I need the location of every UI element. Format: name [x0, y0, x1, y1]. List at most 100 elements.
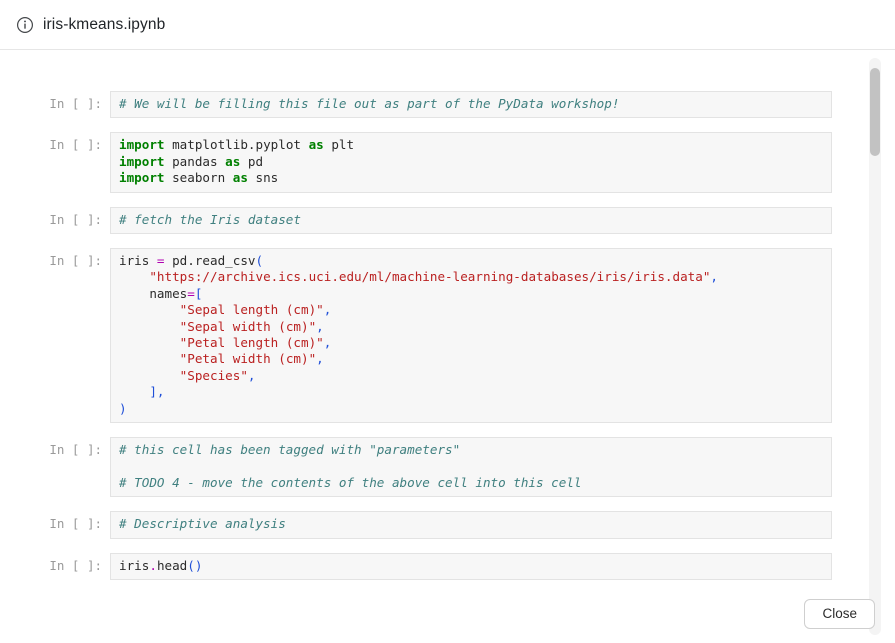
code-token: head [156, 557, 188, 573]
code-token: [ [194, 285, 203, 301]
cell-source-code: iris.head() [119, 558, 823, 574]
cell-prompt-label: In [ ]: [49, 442, 102, 458]
code-token: pd [240, 153, 264, 169]
code-line: "Sepal width (cm)", [119, 319, 823, 335]
code-token: # this cell has been tagged with "parame… [119, 442, 461, 458]
vertical-scrollbar-thumb[interactable] [870, 68, 880, 156]
cell-prompt-label: In [ ]: [49, 516, 102, 532]
code-line: # fetch the Iris dataset [119, 212, 823, 228]
cell-source-code: # fetch the Iris dataset [119, 212, 823, 228]
code-token: pandas [164, 153, 226, 169]
code-token: () [187, 557, 203, 573]
notebook-cell[interactable]: In [ ]: iris.head() [0, 552, 856, 581]
code-line: import pandas as pd [119, 154, 823, 170]
page-title: iris-kmeans.ipynb [43, 15, 166, 33]
code-line: # Descriptive analysis [119, 516, 823, 532]
code-token: # TODO 4 - move the contents of the abov… [119, 474, 582, 490]
code-token: iris [119, 253, 157, 269]
cell-input-area[interactable]: # fetch the Iris dataset [110, 206, 832, 235]
close-button[interactable]: Close [804, 599, 875, 629]
info-circle-icon [16, 16, 34, 34]
code-token: import [119, 170, 165, 186]
code-token [119, 335, 180, 350]
code-token: as [232, 170, 248, 186]
code-token: names [119, 285, 188, 301]
code-token: seaborn [164, 170, 233, 186]
code-token [119, 269, 149, 284]
code-token [119, 319, 180, 334]
code-token: = [187, 285, 195, 301]
code-line: ​ [119, 459, 823, 475]
code-token: # We will be filling this file out as pa… [119, 96, 620, 111]
code-line: names=[ [119, 286, 823, 302]
code-line: ) [119, 401, 823, 417]
code-token: , [247, 367, 256, 383]
dialog-footer: Close [0, 585, 895, 643]
cell-source-code: iris = pd.read_csv( "https://archive.ics… [119, 253, 823, 417]
code-token: sns [247, 170, 279, 186]
code-line: ], [119, 384, 823, 400]
code-token: , [316, 318, 324, 334]
code-token: iris [119, 557, 150, 573]
vertical-scrollbar[interactable] [869, 58, 881, 635]
notebook-cell[interactable]: In [ ]: # this cell has been tagged with … [0, 437, 856, 498]
code-line: "Petal width (cm)", [119, 351, 823, 367]
code-token [119, 302, 180, 317]
code-token [119, 384, 149, 399]
cell-prompt-label: In [ ]: [49, 211, 102, 227]
code-line: "Sepal length (cm)", [119, 302, 823, 318]
code-line: import matplotlib.pyplot as plt [119, 137, 823, 153]
code-token: , [323, 335, 332, 351]
code-token: "Species" [179, 367, 248, 383]
code-token: # fetch the Iris dataset [119, 211, 301, 227]
code-token: pd.read_csv [164, 253, 256, 269]
code-token: matplotlib.pyplot [164, 137, 309, 153]
cell-input-area[interactable]: # Descriptive analysis [110, 511, 832, 539]
code-token: ) [119, 400, 127, 416]
code-token: ( [255, 253, 264, 269]
code-token: as [308, 137, 324, 153]
cell-source-code: # We will be filling this file out as pa… [119, 96, 823, 112]
cell-prompt-label: In [ ]: [49, 96, 102, 111]
code-token [119, 351, 180, 366]
code-line: # We will be filling this file out as pa… [119, 96, 823, 112]
cell-input-area[interactable]: # We will be filling this file out as pa… [110, 91, 832, 119]
notebook-scroll-area[interactable]: In [ ]: # We will be filling this file ou… [0, 50, 895, 643]
cell-prompt-label: In [ ]: [49, 137, 102, 153]
code-token: "Sepal length (cm)" [179, 302, 324, 318]
notebook-cell[interactable]: In [ ]: # fetch the Iris dataset [0, 206, 856, 235]
code-line: iris = pd.read_csv( [119, 253, 823, 269]
notebook-cell[interactable]: In [ ]: # Descriptive analysis [0, 511, 856, 539]
code-line: import seaborn as sns [119, 170, 823, 186]
code-token: # Descriptive analysis [119, 516, 286, 532]
notebook-cell-list: In [ ]: # We will be filling this file ou… [0, 91, 856, 594]
code-token: = [156, 253, 165, 269]
code-token: "Petal length (cm)" [179, 335, 324, 351]
code-line: iris.head() [119, 558, 823, 574]
notebook-cell[interactable]: In [ ]: iris = pd.read_csv( "https://arch… [0, 248, 856, 424]
code-line: "Petal length (cm)", [119, 335, 823, 351]
cell-source-code: # Descriptive analysis [119, 516, 823, 532]
code-token: ], [149, 384, 165, 400]
code-token: as [225, 153, 241, 169]
cell-source-code: # this cell has been tagged with "parame… [119, 442, 823, 491]
code-line: # this cell has been tagged with "parame… [119, 442, 823, 458]
cell-input-area[interactable]: # this cell has been tagged with "parame… [110, 437, 832, 498]
code-token: "Sepal width (cm)" [179, 318, 317, 334]
cell-input-area[interactable]: iris = pd.read_csv( "https://archive.ics… [110, 248, 832, 424]
cell-input-area[interactable]: iris.head() [110, 552, 832, 581]
notebook-cell[interactable]: In [ ]: # We will be filling this file ou… [0, 91, 856, 119]
cell-prompt-label: In [ ]: [49, 557, 102, 573]
cell-prompt-label: In [ ]: [49, 253, 102, 269]
code-line: "Species", [119, 368, 823, 384]
code-token: "https://archive.ics.uci.edu/ml/machine-… [149, 269, 711, 285]
code-token: , [710, 269, 719, 285]
code-token: plt [323, 137, 355, 153]
window-header: iris-kmeans.ipynb [0, 0, 895, 50]
code-token: , [323, 302, 332, 318]
code-token [119, 368, 180, 383]
